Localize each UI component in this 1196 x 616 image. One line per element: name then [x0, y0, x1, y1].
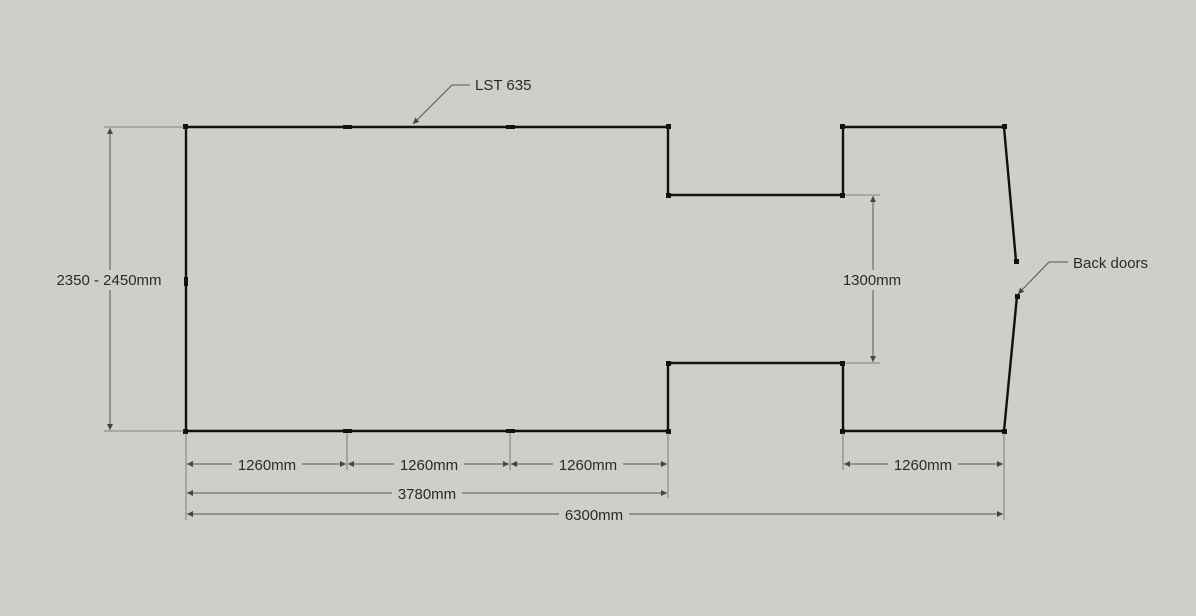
segment-dimensions: 1260mm 1260mm 1260mm 1260mm — [185, 433, 1005, 520]
front-total-label: 3780mm — [398, 486, 456, 503]
segment-4-label: 1260mm — [894, 457, 952, 474]
rear-section-bottom-wall — [841, 295, 1019, 433]
overall-dimension: 6300mm — [187, 505, 1003, 524]
back-doors-leader: Back doors — [1017, 255, 1148, 295]
gap-label: 1300mm — [843, 272, 901, 289]
lst-leader: LST 635 — [412, 77, 531, 125]
gap-dimension: 1300mm — [838, 194, 908, 364]
front-total-dimension: 3780mm — [187, 484, 667, 503]
overall-label: 6300mm — [565, 507, 623, 524]
front-container-outline-bottom — [184, 127, 843, 433]
segment-3-label: 1260mm — [559, 457, 617, 474]
back-doors-label: Back doors — [1073, 255, 1148, 272]
joint-markers — [183, 124, 1020, 434]
height-label: 2350 - 2450mm — [56, 272, 161, 289]
height-dimension: 2350 - 2450mm — [48, 126, 184, 432]
segment-2-label: 1260mm — [400, 457, 458, 474]
segment-1-label: 1260mm — [238, 457, 296, 474]
lst-label: LST 635 — [475, 77, 531, 94]
front-container-outline — [186, 125, 843, 197]
rear-section-top-wall — [841, 125, 1018, 262]
